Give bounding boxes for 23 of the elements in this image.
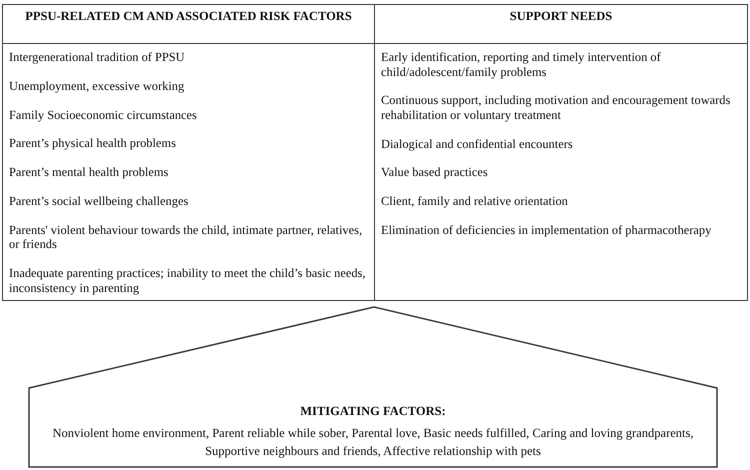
list-item: Value based practices [381, 165, 489, 180]
table-cell [2, 43, 375, 301]
header-cell [374, 4, 748, 44]
list-item: Family Socioeconomic circumstances [9, 108, 198, 122]
column-heading: SUPPORT NEEDS [508, 9, 614, 23]
list-item: Unemployment, excessive working [9, 78, 186, 94]
list-item: Parents' violent behaviour towards the child, intimate partner, relatives, or friends [9, 222, 364, 252]
table-cell [374, 43, 748, 301]
list-item: Early identification, reporting and timely intervention of child/adolescent/family problems [381, 50, 662, 79]
list-item: Parent’s physical health problems [9, 136, 177, 151]
list-item: Continuous support, including motivation and encouragement towards rehabilitation or voluntary treatment [381, 93, 732, 122]
list-item: Client, family and relative orientation [381, 194, 569, 209]
header-cell [2, 4, 375, 44]
pentagon-panel [28, 306, 718, 468]
list-item: Parent’s mental health problems [9, 165, 170, 180]
list-item: Elimination of deficiencies in implementation of pharmacotherapy [381, 222, 712, 238]
panel-heading: MITIGATING FACTORS: [299, 403, 447, 420]
list-item: Parent’s social wellbeing challenges [9, 194, 190, 208]
column-heading: PPSU-RELATED CM AND ASSOCIATED RISK FACTORS [24, 9, 353, 23]
panel-text: Nonviolent home environment, Parent reliable while sober, Parental love, Basic needs fulfilled, Caring and loving grandparents, Supportive neighbours and friends, Affective relationship with pets [52, 425, 694, 460]
list-item: Inadequate parenting practices; inability to meet the child’s basic needs, inconsistency in parenting [9, 266, 366, 296]
list-item: Dialogical and confidential encounters [381, 136, 574, 152]
list-item: Intergenerational tradition of PPSU [9, 50, 186, 64]
